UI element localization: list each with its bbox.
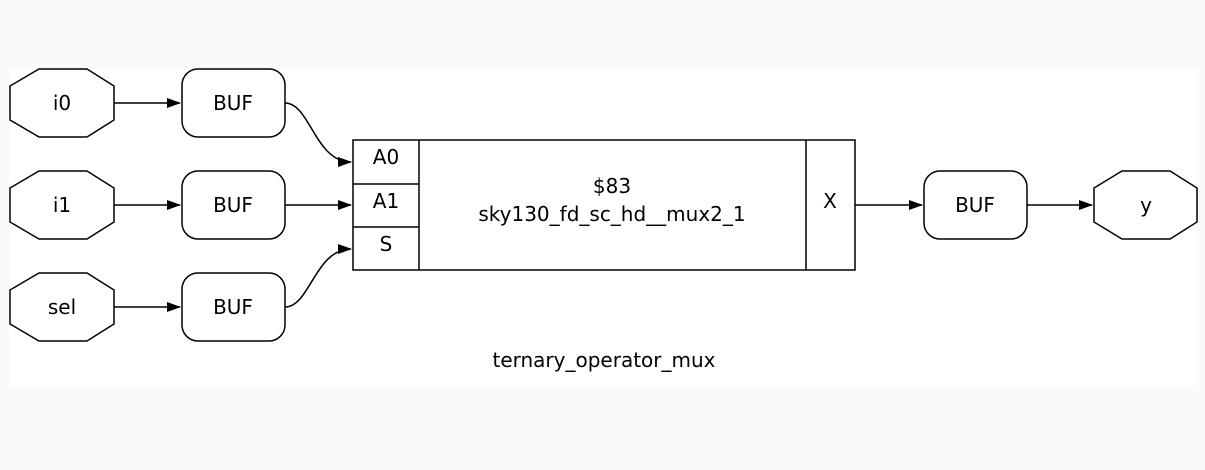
svg-text:BUF: BUF	[955, 193, 995, 217]
buffer-i0: BUF	[181, 68, 286, 138]
svg-text:BUF: BUF	[213, 295, 253, 319]
svg-text:BUF: BUF	[213, 193, 253, 217]
port-i0: i0	[9, 68, 115, 138]
port-i1: i1	[9, 170, 115, 240]
cell-id: $83	[593, 174, 631, 198]
svg-text:i0: i0	[53, 91, 71, 115]
module-name: ternary_operator_mux	[492, 348, 715, 372]
svg-text:y: y	[1140, 193, 1152, 217]
pin-a0: A0	[373, 145, 399, 169]
svg-text:sel: sel	[48, 295, 76, 319]
wires	[114, 98, 1093, 312]
svg-text:BUF: BUF	[213, 91, 253, 115]
buffer-sel: BUF	[181, 272, 286, 342]
port-sel: sel	[9, 272, 115, 342]
buffer-y: BUF	[923, 170, 1028, 240]
wire-buf-s	[284, 244, 352, 308]
pin-a1: A1	[373, 189, 399, 213]
svg-text:i1: i1	[53, 193, 71, 217]
pin-s: S	[380, 232, 393, 256]
pin-x: X	[823, 189, 837, 213]
buffer-i1: BUF	[181, 170, 286, 240]
cell-type: sky130_fd_sc_hd__mux2_1	[478, 202, 745, 226]
port-y: y	[1093, 170, 1198, 240]
mux-cell: A0 A1 S $83 sky130_fd_sc_hd__mux2_1 X	[352, 139, 856, 271]
wire-buf-a0	[284, 102, 352, 167]
